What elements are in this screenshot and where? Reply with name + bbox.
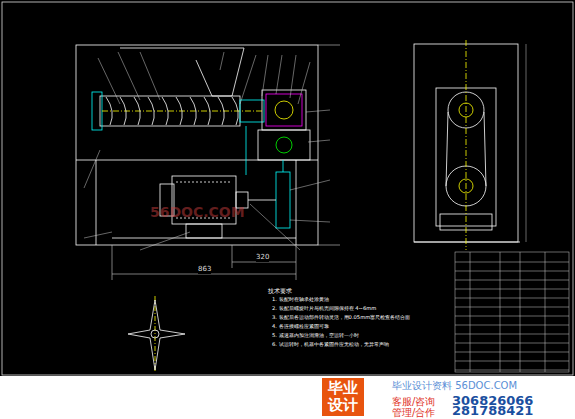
screw-flight	[232, 97, 238, 125]
note-line: 1. 装配时在轴承处涂黄油	[272, 297, 329, 303]
table-rule	[455, 280, 569, 281]
table-rule	[455, 370, 569, 371]
note-line: 5. 减速器内加注润滑油，空运转一小时	[272, 333, 359, 339]
table-rule	[455, 343, 569, 344]
screw-flight	[106, 97, 112, 125]
watermark-text: 管理/合作	[392, 407, 435, 418]
screw-flight	[204, 97, 210, 125]
table-rule	[455, 352, 569, 353]
table-rule	[455, 316, 569, 317]
contact-number: 281788421	[452, 404, 533, 418]
screw-flight	[134, 97, 140, 125]
note-line: 4. 各连接螺栓应紧固可靠	[272, 324, 329, 330]
screw-flight	[190, 97, 196, 125]
screw-flight	[120, 97, 126, 125]
notes-heading: 技术要求	[268, 288, 292, 295]
dimension-text: 863	[198, 266, 211, 274]
note-line: 2. 装配后螺旋叶片与机壳间隙保持在 4~6mm	[272, 306, 376, 312]
screw-flight	[148, 97, 154, 125]
table-rule	[455, 307, 569, 308]
table-rule	[455, 289, 569, 290]
watermark-text: 毕业设计资料 56DOC.COM	[392, 380, 517, 391]
table-rule	[455, 334, 569, 335]
screw-flight	[218, 97, 224, 125]
table-rule	[520, 252, 521, 372]
watermark-text: 客服/咨询	[392, 396, 435, 407]
watermark-text: 56DOC.COM	[150, 205, 245, 220]
screw-flight	[162, 97, 168, 125]
screw-flight	[176, 97, 182, 125]
note-line: 3. 装配后各运动部件转动灵活，用0.05mm塞尺检查各结合面	[272, 315, 410, 321]
table-rule	[455, 262, 569, 263]
table-rule	[455, 325, 569, 326]
logo-text: 毕业设计	[326, 380, 360, 413]
table-rule	[500, 252, 501, 372]
table-rule	[470, 252, 471, 372]
table-rule	[455, 361, 569, 362]
dimension-text: 320	[256, 254, 269, 262]
note-line: 6. 试运转时，机器中各紧固件应无松动，无异常声响	[272, 342, 389, 348]
table-rule	[455, 271, 569, 272]
table-rule	[455, 298, 569, 299]
table-rule	[545, 252, 546, 372]
